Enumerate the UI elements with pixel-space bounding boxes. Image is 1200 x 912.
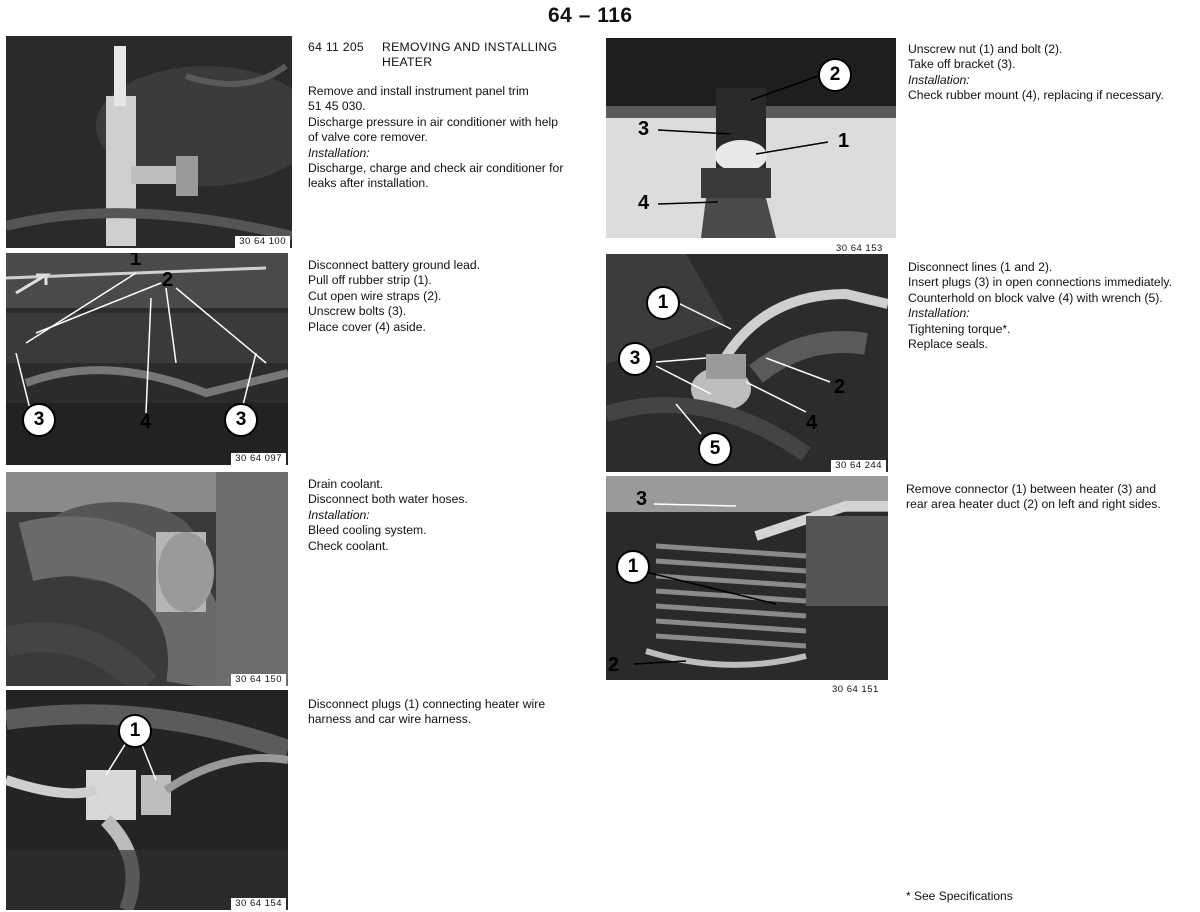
hose-photo-graphic xyxy=(6,472,288,686)
callout-2: 2 xyxy=(834,376,846,398)
bracket-photo-graphic xyxy=(606,38,896,238)
installation-label: Installation: xyxy=(308,145,370,160)
text-line: rear area heater duct (2) on left and ri… xyxy=(906,497,1161,512)
harness-photo-graphic xyxy=(6,690,288,910)
callout-3: 3 xyxy=(22,403,56,437)
text-line: Remove and install instrument panel trim xyxy=(308,84,529,98)
callout-1: 1 xyxy=(130,253,142,270)
step-instrument-trim: Remove and install instrument panel trim… xyxy=(308,84,563,192)
installation-label: Installation: xyxy=(308,507,370,522)
callout-1: 1 xyxy=(646,286,680,320)
figure-code: 30 64 153 xyxy=(836,243,883,254)
text-line: Unscrew bolts (3). xyxy=(308,304,407,319)
callout-4: 4 xyxy=(806,412,818,434)
step-plugs: Disconnect plugs (1) connecting heater w… xyxy=(308,697,545,728)
figure-code: 30 64 154 xyxy=(231,898,286,910)
text-line: Tightening torque*. xyxy=(908,321,1011,336)
callout-3: 3 xyxy=(618,342,652,376)
callout-4: 4 xyxy=(638,192,650,214)
installation-label: Installation: xyxy=(908,72,970,87)
step-battery-cover: Disconnect battery ground lead. Pull off… xyxy=(308,258,480,335)
figure-heater-duct: 3 1 2 xyxy=(606,476,888,680)
callout-1: 1 xyxy=(616,550,650,584)
installation-label: Installation: xyxy=(908,306,970,321)
section-title: REMOVING AND INSTALLING xyxy=(382,40,558,54)
text-line: Check rubber mount (4), replacing if nec… xyxy=(908,88,1164,103)
text-line: 51 45 030. xyxy=(308,99,366,114)
step-lines: Disconnect lines (1 and 2). Insert plugs… xyxy=(908,260,1172,352)
figure-water-hoses: 30 64 150 xyxy=(6,472,288,686)
callout-4: 4 xyxy=(140,411,152,433)
figure-code: 30 64 097 xyxy=(231,453,286,465)
text-line: Disconnect plugs (1) connecting heater w… xyxy=(308,697,546,711)
text-line: Discharge pressure in air conditioner wi… xyxy=(308,114,558,129)
text-line: Discharge, charge and check air conditio… xyxy=(308,161,564,176)
callout-1: 1 xyxy=(118,714,152,748)
figure-valve-core: 30 64 100 xyxy=(6,36,292,248)
callout-3: 3 xyxy=(224,403,258,437)
callout-3: 3 xyxy=(636,488,648,510)
text-line: Pull off rubber strip (1). xyxy=(308,273,432,288)
text-line: Replace seals. xyxy=(908,337,988,352)
text-line: Counterhold on block valve (4) with wren… xyxy=(908,290,1163,305)
figure-code: 30 64 150 xyxy=(231,674,286,686)
text-line: Drain coolant. xyxy=(308,477,384,491)
callout-2: 2 xyxy=(162,269,174,291)
step-connector: Remove connector (1) between heater (3) … xyxy=(906,482,1161,513)
figure-bracket: 2 3 1 4 xyxy=(606,38,896,238)
valve-block-photo-graphic xyxy=(606,254,888,472)
callout-2: 2 xyxy=(608,654,620,676)
page-number: 64 – 116 xyxy=(548,4,633,27)
text-line: Check coolant. xyxy=(308,538,389,553)
callout-1: 1 xyxy=(838,130,850,152)
text-line: Disconnect battery ground lead. xyxy=(308,258,481,272)
figure-block-valve: 1 3 2 4 5 30 64 244 xyxy=(606,254,888,472)
text-line: Insert plugs (3) in open connections imm… xyxy=(908,275,1172,290)
callout-5: 5 xyxy=(698,432,732,466)
text-line: Take off bracket (3). xyxy=(908,57,1016,72)
figure-code: 30 64 100 xyxy=(235,236,290,248)
text-line: harness and car wire harness. xyxy=(308,712,472,727)
step-coolant: Drain coolant. Disconnect both water hos… xyxy=(308,477,468,554)
text-line: Remove connector (1) between heater (3) … xyxy=(906,482,1156,496)
figure-wire-harness: 1 30 64 154 xyxy=(6,690,288,910)
text-line: Disconnect lines (1 and 2). xyxy=(908,260,1053,274)
text-line: Bleed cooling system. xyxy=(308,523,427,538)
text-line: leaks after installation. xyxy=(308,176,429,191)
duct-photo-graphic xyxy=(606,476,888,680)
figure-code: 30 64 151 xyxy=(832,684,879,695)
text-line: Disconnect both water hoses. xyxy=(308,492,468,507)
step-bracket: Unscrew nut (1) and bolt (2). Take off b… xyxy=(908,42,1164,104)
footnote: * See Specifications xyxy=(906,889,1013,903)
text-line: Unscrew nut (1) and bolt (2). xyxy=(908,42,1063,56)
callout-2: 2 xyxy=(818,58,852,92)
figure-code: 30 64 244 xyxy=(831,460,886,472)
section-header: 64 11 205 REMOVING AND INSTALLING HEATER xyxy=(308,40,557,71)
text-line: Place cover (4) aside. xyxy=(308,319,426,334)
figure-cover-removal: 1 2 3 4 3 30 64 097 xyxy=(6,253,288,465)
valve-photo-graphic xyxy=(6,36,292,248)
text-line: Cut open wire straps (2). xyxy=(308,288,442,303)
callout-3: 3 xyxy=(638,118,650,140)
section-number: 64 11 205 xyxy=(308,40,365,54)
text-line: of valve core remover. xyxy=(308,130,428,145)
section-title-line2: HEATER xyxy=(382,55,433,70)
